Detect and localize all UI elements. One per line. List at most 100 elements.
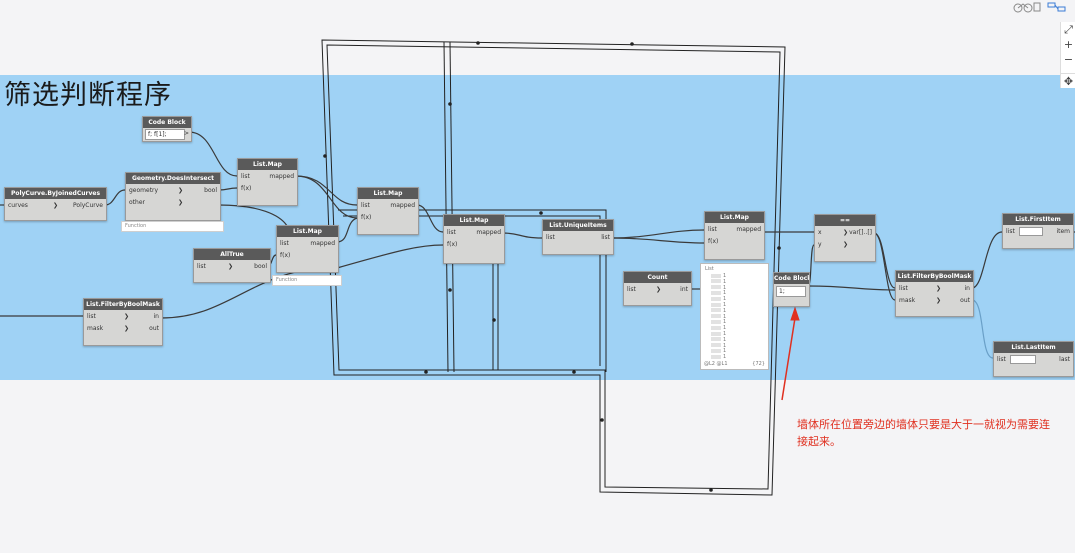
output-port-bool[interactable]: bool: [254, 263, 267, 270]
last-item-node[interactable]: List.LastItem list last: [993, 341, 1074, 377]
output-port-out[interactable]: out: [149, 325, 159, 332]
code-block-text[interactable]: 1;: [776, 286, 806, 297]
input-port-geometry[interactable]: geometry: [129, 187, 159, 194]
output-port-mapped[interactable]: mapped: [476, 229, 501, 236]
equals-node[interactable]: == x y ❯ ❯ var[]..[]: [814, 214, 876, 262]
index-box: [711, 290, 721, 295]
input-port-y[interactable]: y: [818, 241, 822, 248]
preview-value: 1: [723, 278, 727, 285]
preview-value: 1: [723, 331, 727, 337]
default-value-field[interactable]: [1010, 355, 1036, 364]
filter-by-bool-mask-node-1[interactable]: List.FilterByBoolMask list mask ❯ ❯ in o…: [83, 298, 163, 346]
input-port-mask[interactable]: mask: [87, 325, 104, 332]
input-port-fx[interactable]: f(x): [241, 185, 252, 192]
input-port-fx[interactable]: f(x): [708, 238, 719, 245]
output-port-mapped[interactable]: mapped: [269, 173, 294, 180]
input-port-list[interactable]: list: [627, 286, 636, 293]
output-port-int[interactable]: int: [680, 286, 688, 293]
input-port-list[interactable]: list: [197, 263, 206, 270]
input-port-list[interactable]: list: [708, 226, 717, 233]
preview-levels: @L2 @L1: [704, 361, 728, 367]
output-port[interactable]: >: [183, 130, 189, 137]
chevron-right-icon: ❯: [124, 313, 130, 320]
output-port-list[interactable]: list: [601, 234, 610, 241]
filter-by-bool-mask-node-2[interactable]: List.FilterByBoolMask list mask ❯ ❯ in o…: [895, 270, 974, 317]
layout-icon[interactable]: [1047, 2, 1066, 12]
preview-row: 1: [711, 325, 726, 331]
chevron-right-icon: ❯: [843, 229, 849, 236]
input-port-list[interactable]: list: [241, 173, 250, 180]
output-port-mapped[interactable]: mapped: [390, 202, 415, 209]
bicycle-icon[interactable]: [1013, 2, 1041, 13]
output-port-in[interactable]: in: [153, 313, 159, 320]
first-item-node[interactable]: List.FirstItem list item: [1002, 213, 1074, 249]
does-intersect-node[interactable]: Geometry.DoesIntersect geometry other ❯ …: [125, 172, 221, 221]
output-port-item[interactable]: item: [1056, 228, 1070, 235]
preview-row: 1: [711, 314, 726, 320]
preview-row: 1: [711, 331, 726, 337]
input-port-list[interactable]: list: [546, 234, 555, 241]
zoom-in-icon[interactable]: +: [1063, 38, 1074, 51]
preview-value: 1: [723, 302, 727, 308]
list-map-node-5[interactable]: List.Map list f(x) mapped: [704, 211, 765, 260]
default-value-field[interactable]: [1019, 227, 1043, 236]
chevron-right-icon: ❯: [178, 199, 184, 206]
list-map-node-2[interactable]: List.Map list f(x) mapped: [276, 225, 339, 273]
input-port-fx[interactable]: f(x): [361, 214, 372, 221]
input-port-x[interactable]: x: [818, 229, 822, 236]
input-port-list[interactable]: list: [899, 285, 908, 292]
list-map-node-3[interactable]: List.Map list f(x) mapped: [357, 187, 419, 235]
preview-value: 1: [723, 348, 727, 355]
node-title: List.FirstItem: [1003, 214, 1073, 225]
node-title: AllTrue: [194, 249, 270, 260]
preview-row: 1: [711, 308, 726, 314]
index-box: [711, 348, 721, 353]
output-port-bool[interactable]: bool: [204, 187, 217, 194]
input-port-list[interactable]: list: [361, 202, 370, 209]
index-box: [711, 308, 721, 313]
index-box: [711, 319, 721, 324]
node-title: PolyCurve.ByJoinedCurves: [5, 188, 106, 199]
pan-icon[interactable]: ✥: [1061, 73, 1075, 89]
polycurve-node[interactable]: PolyCurve.ByJoinedCurves curves ❯ PolyCu…: [4, 187, 107, 221]
node-title: Code Block: [143, 117, 191, 128]
input-port-list[interactable]: list: [997, 356, 1006, 363]
count-node[interactable]: Count list ❯ int: [623, 271, 692, 306]
output-port-in[interactable]: in: [964, 285, 970, 292]
chevron-right-icon: ❯: [178, 187, 184, 194]
output-port-var[interactable]: var[]..[]: [849, 229, 872, 236]
list-map-node-4[interactable]: List.Map list f(x) mapped: [443, 214, 505, 264]
input-port-mask[interactable]: mask: [899, 297, 916, 304]
preview-value: 1: [723, 307, 727, 314]
list-map-node-1[interactable]: List.Map list f(x) mapped: [237, 158, 298, 206]
input-port-fx[interactable]: f(x): [280, 252, 291, 259]
output-port-mapped[interactable]: mapped: [310, 240, 335, 247]
zoom-fit-icon[interactable]: ⤢: [1064, 23, 1073, 36]
input-port-list[interactable]: list: [447, 229, 456, 236]
output-port-mapped[interactable]: mapped: [736, 226, 761, 233]
input-port-fx[interactable]: f(x): [447, 241, 458, 248]
input-port-list[interactable]: list: [87, 313, 96, 320]
index-box: [711, 314, 721, 319]
index-box: [711, 325, 721, 330]
code-block-node-2[interactable]: Code Block 1;: [773, 272, 810, 307]
code-block-text[interactable]: f; f[1];: [145, 129, 185, 140]
code-block-node-1[interactable]: Code Block f; f[1]; >: [142, 116, 192, 142]
preview-row: 1: [711, 354, 726, 360]
output-port-out[interactable]: out: [960, 297, 970, 304]
zoom-out-icon[interactable]: −: [1063, 53, 1074, 66]
preview-row: 1: [711, 348, 726, 354]
input-port-other[interactable]: other: [129, 199, 145, 206]
unique-items-node[interactable]: List.UniqueItems list list: [542, 219, 614, 255]
node-title: List.Map: [277, 226, 338, 237]
input-port-curves[interactable]: curves: [8, 202, 28, 209]
all-true-node[interactable]: AllTrue list ❯ bool: [193, 248, 271, 283]
input-port-list[interactable]: list: [280, 240, 289, 247]
output-port-last[interactable]: last: [1059, 356, 1070, 363]
output-port-polycurve[interactable]: PolyCurve: [73, 202, 103, 209]
input-port-list[interactable]: list: [1006, 228, 1015, 235]
node-title: Code Block: [774, 273, 809, 284]
preview-row: 1: [711, 279, 726, 285]
